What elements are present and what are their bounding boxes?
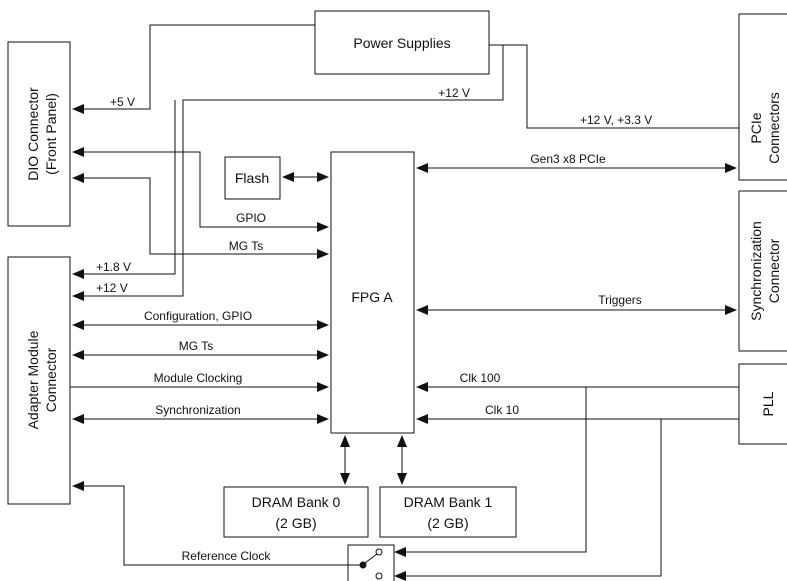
label-clk10: Clk 10 [485, 403, 519, 417]
sync-connector-label-line1: Synchronization [748, 221, 764, 321]
wire-plus1v8 [72, 100, 176, 279]
label-synchronization: Synchronization [155, 403, 240, 417]
fpga-label: FPG A [351, 289, 393, 305]
dio-connector-label-line2: (Front Panel) [43, 93, 59, 175]
pll-block: PLL [738, 363, 787, 445]
wire-plus12v-top [72, 44, 504, 301]
wire-plus12v-3v3 [489, 44, 739, 129]
wire-gpio-dio [72, 147, 329, 232]
adapter-module-block: Adapter Module Connector [7, 256, 71, 505]
wire-module-clocking [70, 382, 329, 392]
pcie-connectors-label-line2: Connectors [766, 92, 782, 164]
dio-connector-label-line1: DIO Connector [25, 87, 41, 181]
wire-dram1 [397, 435, 407, 485]
power-supplies-label: Power Supplies [353, 35, 450, 51]
label-config-gpio: Configuration, GPIO [144, 309, 252, 323]
label-gpio: GPIO [236, 211, 266, 225]
pcie-connectors-label-line1: PCIe [748, 112, 764, 143]
label-module-clocking: Module Clocking [154, 371, 243, 385]
sync-connector-block: Synchronization Connector [738, 190, 787, 352]
label-plus5v: +5 V [110, 95, 135, 109]
clock-switch [347, 544, 395, 581]
wire-mgts-adapter [72, 350, 329, 360]
wire-config-gpio [72, 320, 329, 330]
dram-bank-0-block: DRAM Bank 0 (2 GB) [223, 486, 369, 538]
label-reference-clock: Reference Clock [182, 549, 272, 563]
label-clk100: Clk 100 [460, 371, 501, 385]
wire-clk100 [394, 382, 739, 557]
wire-plus5v [72, 24, 315, 114]
wire-clk10 [394, 414, 739, 581]
dram-bank-1-label-line1: DRAM Bank 1 [404, 494, 493, 510]
label-plus12v-top: +12 V [438, 86, 470, 100]
adapter-module-label-line1: Adapter Module [25, 330, 41, 429]
flash-block: Flash [224, 156, 281, 200]
adapter-module-label-line2: Connector [43, 347, 59, 412]
flash-label: Flash [235, 170, 269, 186]
wire-gen3-pcie [416, 163, 737, 173]
label-plus12v-adapter: +12 V [96, 281, 128, 295]
label-triggers: Triggers [598, 293, 642, 307]
label-plus1v8: +1.8 V [96, 260, 131, 274]
wire-synchronization [72, 414, 329, 424]
dram-bank-1-block: DRAM Bank 1 (2 GB) [379, 486, 517, 538]
label-plus12v-3v3: +12 V, +3.3 V [580, 113, 652, 127]
label-mgts-dio: MG Ts [229, 239, 263, 253]
dram-bank-0-label-line2: (2 GB) [275, 515, 316, 531]
pll-label: PLL [760, 391, 776, 416]
wire-reference-clock [72, 481, 363, 566]
sync-connector-label-line2: Connector [766, 238, 782, 303]
dio-connector-block: DIO Connector (Front Panel) [7, 41, 71, 227]
label-gen3-pcie: Gen3 x8 PCIe [530, 152, 606, 166]
wire-flash-fpga [282, 172, 329, 182]
pcie-connectors-block: PCIe Connectors [738, 13, 787, 181]
wire-triggers [416, 305, 737, 315]
wire-dram0 [340, 435, 350, 485]
power-supplies-block: Power Supplies [314, 10, 490, 75]
dram-bank-1-label-line2: (2 GB) [427, 515, 468, 531]
fpga-block: FPG A [330, 151, 415, 434]
label-mgts-adapter: MG Ts [179, 339, 213, 353]
wire-mgts-dio [72, 173, 329, 259]
dram-bank-0-label-line1: DRAM Bank 0 [252, 494, 341, 510]
